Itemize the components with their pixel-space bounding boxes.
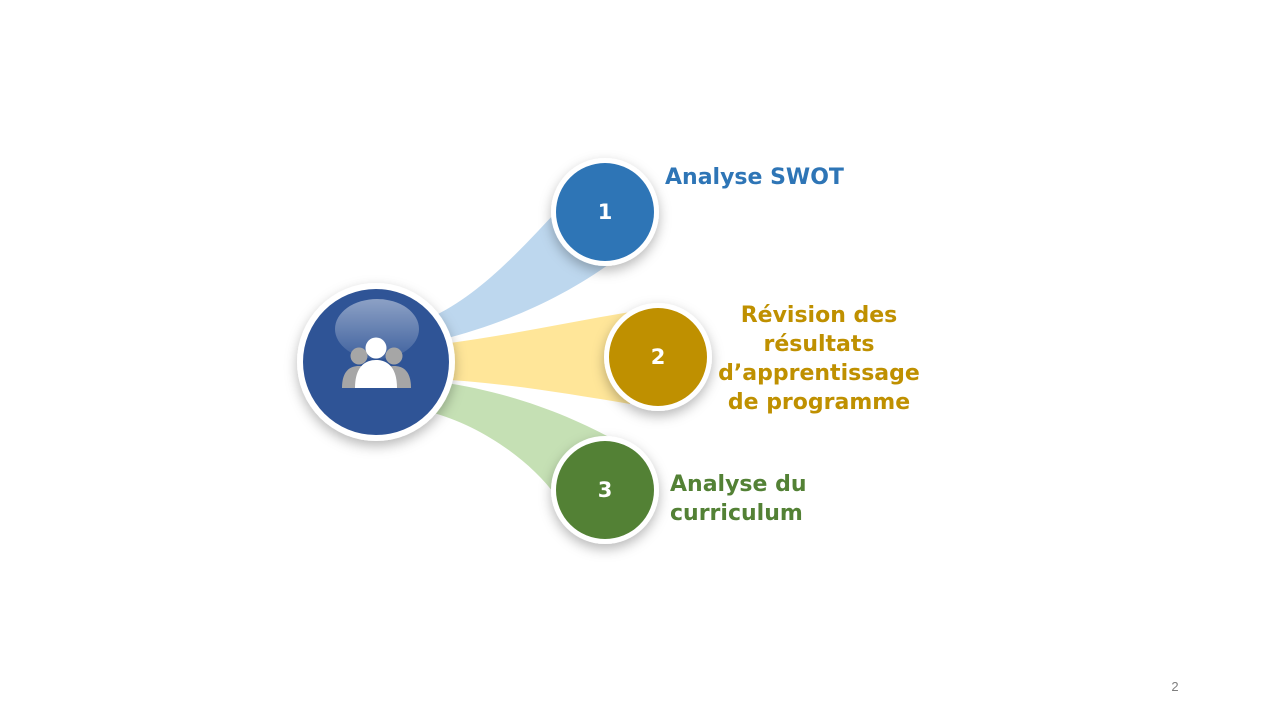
connector-ribbon-2 [450,312,630,404]
step-3-number: 3 [598,478,613,502]
step-3-node: 3 [551,436,659,544]
center-gloss [335,299,419,359]
step-1-number: 1 [598,200,613,224]
step-1-circle [556,163,654,261]
step-2-circle [609,308,707,406]
step-2-number: 2 [651,345,666,369]
step-1-node: 1 [551,158,659,266]
step-1-label: Analyse SWOT [665,165,844,190]
step-3-circle [556,441,654,539]
step-3-label: Analyse du curriculum [670,472,807,526]
step-2-node: 2 [604,303,712,411]
step-2-label: Révision des résultats d’apprentissage d… [718,303,920,415]
people-group-icon [342,337,411,388]
center-node [297,283,455,441]
page-number: 2 [1171,679,1179,694]
